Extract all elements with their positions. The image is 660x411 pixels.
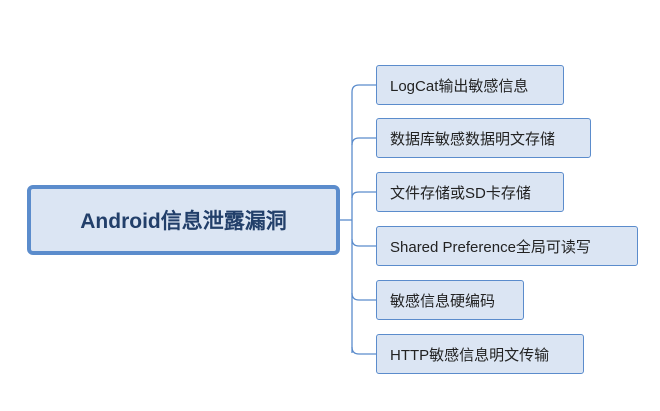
connector-branch-3 — [351, 191, 376, 199]
child-node-label: Shared Preference全局可读写 — [390, 238, 591, 256]
root-node[interactable]: Android信息泄露漏洞 — [27, 185, 340, 255]
child-node-label: LogCat输出敏感信息 — [390, 77, 529, 95]
connector-branch-1 — [351, 84, 376, 93]
connector-branch-2 — [351, 137, 376, 146]
connector-branch-5 — [351, 292, 376, 301]
child-node-label: HTTP敏感信息明文传输 — [390, 346, 550, 364]
connector-branch-4 — [351, 238, 376, 247]
root-node-label: Android信息泄露漏洞 — [80, 210, 287, 233]
child-node-shared-preference[interactable]: Shared Preference全局可读写 — [376, 226, 638, 266]
child-node-label: 敏感信息硬编码 — [390, 292, 496, 310]
child-node-logcat[interactable]: LogCat输出敏感信息 — [376, 65, 564, 105]
connector-branch-6 — [351, 346, 376, 355]
child-node-hardcode[interactable]: 敏感信息硬编码 — [376, 280, 524, 320]
child-node-label: 文件存储或SD卡存储 — [390, 184, 531, 202]
child-node-file-storage[interactable]: 文件存储或SD卡存储 — [376, 172, 564, 212]
child-node-http[interactable]: HTTP敏感信息明文传输 — [376, 334, 584, 374]
child-node-database[interactable]: 数据库敏感数据明文存储 — [376, 118, 591, 158]
child-node-label: 数据库敏感数据明文存储 — [390, 130, 556, 148]
